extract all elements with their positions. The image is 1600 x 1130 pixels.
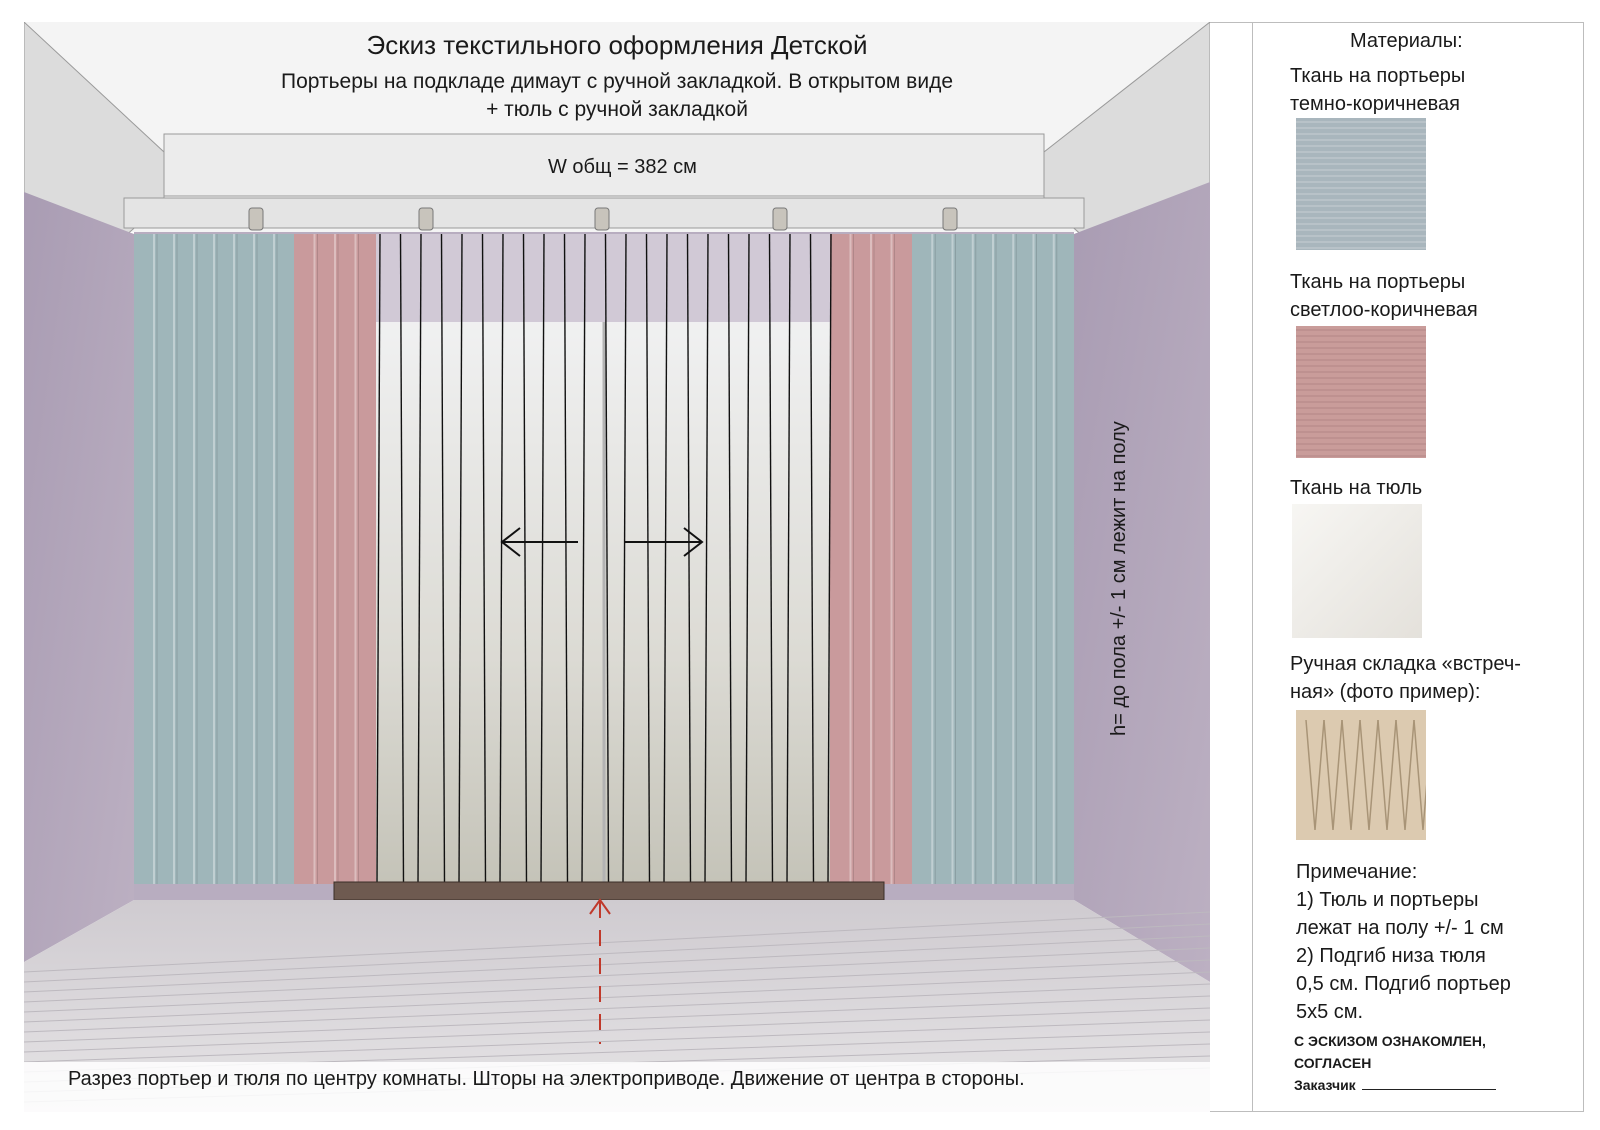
material-label-light: Ткань на портьеры светлоо-коричневая — [1290, 271, 1478, 321]
height-label: h= до пола +/- 1 см лежит на полу — [1108, 421, 1130, 736]
customer-label: Заказчик — [1294, 1077, 1356, 1093]
spot-lights — [248, 207, 958, 231]
section-caption: Разрез портьер и тюля по центру комнаты.… — [68, 1068, 1025, 1090]
ceiling-recess — [163, 133, 1045, 197]
signature-line[interactable] — [1361, 1075, 1496, 1090]
section-arrow — [589, 898, 611, 1044]
material-label-dark: Ткань на портьеры темно-коричневая — [1290, 65, 1466, 115]
right-wall — [1074, 182, 1210, 982]
floor-convector — [333, 881, 885, 901]
swatch-pleat-example — [1296, 710, 1426, 840]
swatch-light-brown — [1296, 326, 1426, 458]
swatch-dark-brown — [1296, 118, 1426, 250]
swatch-tulle — [1292, 504, 1422, 638]
notes-block: Примечание: 1) Тюль и портьеры лежат на … — [1296, 861, 1511, 1023]
page-title: Эскиз текстильного оформления Детской — [366, 30, 868, 60]
page-subtitle: Портьеры на подкладе димаут с ручной зак… — [281, 70, 953, 121]
materials-title: Материалы: — [1350, 30, 1463, 52]
approval-block: С ЭСКИЗОМ ОЗНАКОМЛЕН, СОГЛАСЕН Заказчик — [1294, 1030, 1496, 1096]
material-label-tulle: Ткань на тюль — [1290, 477, 1423, 499]
open-arrows — [500, 527, 704, 557]
room-sketch — [24, 22, 1210, 1112]
total-width-label: W общ = 382 см — [548, 156, 697, 178]
curtains — [134, 233, 1074, 885]
left-wall — [24, 192, 134, 962]
material-label-pleat: Ручная складка «встреч- ная» (фото приме… — [1290, 653, 1521, 703]
column-divider — [1252, 22, 1253, 1112]
floor — [24, 900, 1210, 1112]
ceiling — [24, 22, 1210, 232]
